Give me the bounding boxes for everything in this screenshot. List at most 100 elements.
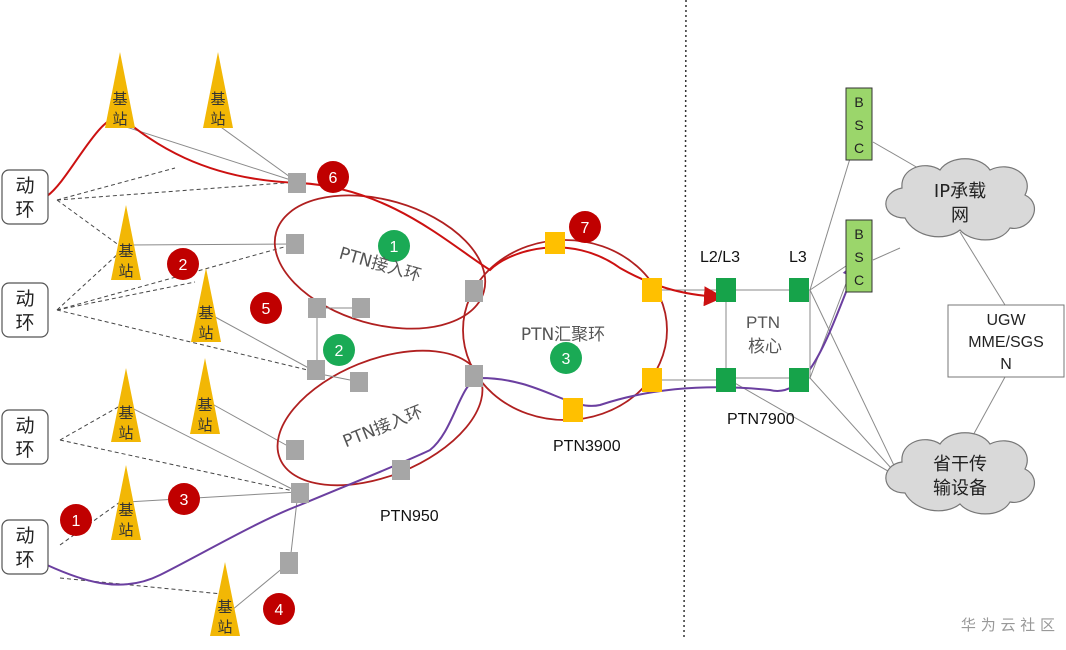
base-station-label: 站: [118, 521, 133, 539]
marker-number: 1: [72, 513, 81, 530]
ugw-box: [947, 304, 1065, 378]
base-stations: [105, 52, 240, 636]
access-ring-upper: [273, 194, 487, 330]
rings: [273, 194, 668, 487]
access-node: [465, 365, 483, 387]
base-station-label: 基: [217, 598, 232, 616]
aggregation-node: [642, 368, 662, 392]
core-node-l3: [789, 278, 809, 302]
bsc-label: B: [854, 94, 863, 110]
core-label: PTN: [746, 313, 780, 332]
bsc-label: C: [854, 140, 864, 156]
marker-green-3: [550, 342, 582, 374]
access-node: [392, 460, 410, 480]
base-station-triangle: [210, 562, 240, 636]
aggregation-node: [642, 278, 662, 302]
aggregation-node: [563, 398, 583, 422]
power-env-box: [1, 282, 49, 338]
core-node-l2l3: [716, 278, 736, 302]
ugw-label: UGW: [986, 312, 1026, 329]
marker-red-3: [168, 483, 200, 515]
ugw-label: MME/SGS: [968, 334, 1044, 351]
ip-cloud-label: IP承载: [934, 181, 986, 202]
ptn950-label: PTN950: [380, 508, 439, 525]
bsc-2: [845, 219, 873, 293]
base-station-label: 基: [118, 404, 133, 422]
marker-number: 5: [262, 301, 271, 318]
marker-red-1: [60, 504, 92, 536]
backbone-cloud-label: 输设备: [933, 478, 987, 499]
l3-label: L3: [789, 249, 807, 266]
bsc-label: B: [854, 226, 863, 242]
marker-number: 2: [179, 257, 188, 274]
power-env-label: 动: [15, 415, 34, 437]
purple-service-path: [46, 258, 862, 586]
access-node: [352, 298, 370, 318]
base-station-triangle: [190, 358, 220, 434]
power-env-label: 动: [15, 175, 34, 197]
base-station-label: 站: [118, 424, 133, 442]
ptn7900-label: PTN7900: [727, 411, 795, 428]
power-env-label: 环: [15, 439, 34, 461]
base-station-label: 基: [198, 304, 213, 322]
marker-red-5: [250, 292, 282, 324]
watermark: 华 为 云 社 区: [961, 616, 1055, 634]
backbone-cloud-label: 省干传: [933, 454, 987, 475]
base-station-label: 站: [118, 262, 133, 280]
marker-number: 3: [180, 492, 189, 509]
access-node: [308, 298, 326, 318]
marker-number: 6: [329, 170, 338, 187]
base-station-label: 站: [197, 416, 212, 434]
aggregation-ring-label: PTN汇聚环: [521, 325, 605, 345]
base-station-triangle: [191, 268, 221, 342]
base-station-label: 站: [210, 110, 225, 128]
marker-number: 1: [390, 239, 399, 256]
core-node: [716, 368, 736, 392]
power-env-label: 动: [15, 525, 34, 547]
marker-red-4: [263, 593, 295, 625]
ip-cloud-label: 网: [951, 205, 969, 226]
bsc-label: S: [854, 117, 863, 133]
aggregation-nodes: [545, 232, 662, 422]
ugw-label: N: [1000, 356, 1012, 373]
backbone-cloud: [885, 432, 1036, 515]
power-env-label: 动: [15, 288, 34, 310]
power-env-label: 环: [15, 549, 34, 571]
marker-red-6: [317, 161, 349, 193]
access-node: [280, 552, 298, 574]
base-station-triangle: [203, 52, 233, 128]
marker-red-7: [569, 211, 601, 243]
power-env-label: 环: [15, 312, 34, 334]
bsc-label: C: [854, 272, 864, 288]
power-env-box: [1, 519, 49, 575]
access-node: [286, 440, 304, 460]
marker-green-2: [323, 334, 355, 366]
marker-number: 3: [562, 351, 571, 368]
base-station-label: 站: [112, 110, 127, 128]
base-station-label: 站: [217, 618, 232, 636]
core-node: [789, 368, 809, 392]
base-station-label: 站: [198, 324, 213, 342]
base-station-label: 基: [112, 90, 127, 108]
access-node: [307, 360, 325, 380]
base-station-triangle: [111, 368, 141, 442]
ptn-core-box: [725, 289, 811, 379]
access-node: [288, 173, 306, 193]
core-label: 核心: [748, 337, 782, 357]
domain-divider: [683, 0, 687, 641]
marker-number: 2: [335, 343, 344, 360]
access-nodes: [280, 173, 483, 574]
green-markers: [323, 230, 582, 374]
base-station-triangle: [111, 205, 141, 280]
bsc-label: S: [854, 249, 863, 265]
access-node: [465, 280, 483, 302]
base-station-label: 基: [118, 242, 133, 260]
base-station-label: 基: [210, 90, 225, 108]
power-env-box: [1, 409, 49, 465]
marker-green-1: [378, 230, 410, 262]
bsc-1: [845, 87, 873, 161]
power-env-boxes: [1, 169, 49, 575]
base-station-triangle: [105, 52, 135, 128]
